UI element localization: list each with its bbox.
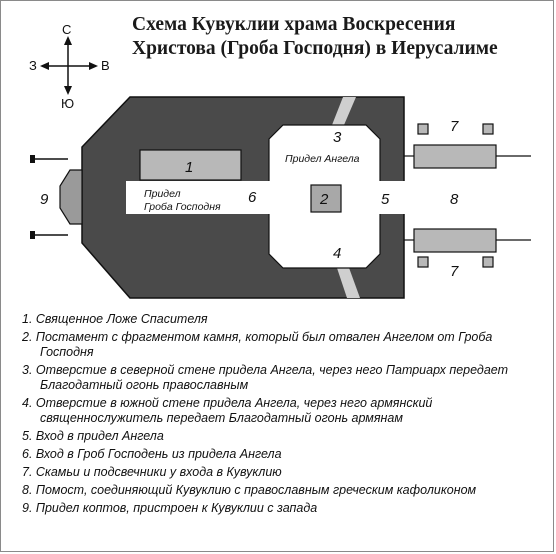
angel-stone-pedestal: [310, 184, 342, 213]
label-6: 6: [248, 189, 257, 206]
compass-rose: [40, 36, 98, 95]
bench-top-left: [417, 123, 429, 135]
compass-west-label: З: [29, 58, 37, 73]
entrance-gap: [379, 181, 407, 214]
label-9: 9: [40, 191, 49, 208]
legend-item: 4. Отверстие в южной стене придела Ангел…: [22, 396, 433, 425]
legend-item: 6. Вход в Гроб Господень из придела Анге…: [22, 447, 282, 461]
label-2: 2: [319, 191, 329, 208]
tomb-chapel-passage: [126, 181, 270, 214]
label-7-top: 7: [450, 118, 459, 135]
title-line-1: Схема Кувуклии храма Воскресения: [132, 14, 456, 35]
title-line-2: Христова (Гроба Господня) в Иерусалиме: [132, 38, 498, 59]
label-3: 3: [333, 129, 342, 146]
label-angel-chapel: Придел Ангела: [285, 153, 360, 165]
label-1: 1: [185, 159, 193, 176]
legend-item: 3. Отверстие в северной стене придела Ан…: [22, 363, 509, 392]
arrow-south-icon: [64, 86, 72, 95]
arrow-north-icon: [64, 36, 72, 45]
kuvuklia-plan: 1 2 3 4 5 6 7 7 8 9 Придел Ангела Придел…: [30, 36, 531, 299]
legend-item: 5. Вход в придел Ангела: [22, 429, 164, 443]
holy-bed: [139, 149, 242, 181]
label-tomb-chapel-1: Придел: [144, 188, 181, 200]
coptic-wall-end-n: [30, 155, 35, 163]
label-tomb-chapel-2: Гроба Господня: [144, 201, 221, 213]
south-opening-stripe: [336, 265, 360, 298]
arrow-west-icon: [40, 62, 49, 70]
candlestand-south: [413, 228, 497, 253]
candlestand-north: [413, 144, 497, 169]
bench-bottom-left: [417, 256, 429, 268]
legend-item: 1. Священное Ложе Спасителя: [22, 312, 208, 326]
legend-item: 9. Придел коптов, пристроен к Кувуклии с…: [22, 501, 318, 515]
label-7-bottom: 7: [450, 263, 459, 280]
label-5: 5: [381, 191, 390, 208]
coptic-chapel: [59, 169, 83, 225]
bench-top-right: [482, 123, 494, 135]
coptic-wall-end-s: [30, 231, 35, 239]
north-opening-stripe: [332, 97, 356, 125]
label-8: 8: [450, 191, 459, 208]
legend-list: 1. Священное Ложе Спасителя 2. Постамент…: [22, 312, 542, 519]
legend-item: 8. Помост, соединяющий Кувуклию с правос…: [22, 483, 477, 497]
label-4: 4: [333, 245, 341, 262]
legend-item: 2. Постамент с фрагментом камня, который…: [22, 330, 493, 359]
compass-south-label: Ю: [61, 96, 75, 111]
legend-item: 7. Скамьи и подсвечники у входа в Кувукл…: [22, 465, 282, 479]
bench-bottom-right: [482, 256, 494, 268]
compass-north-label: С: [62, 22, 72, 37]
arrow-east-icon: [89, 62, 98, 70]
compass-east-label: В: [101, 58, 110, 73]
